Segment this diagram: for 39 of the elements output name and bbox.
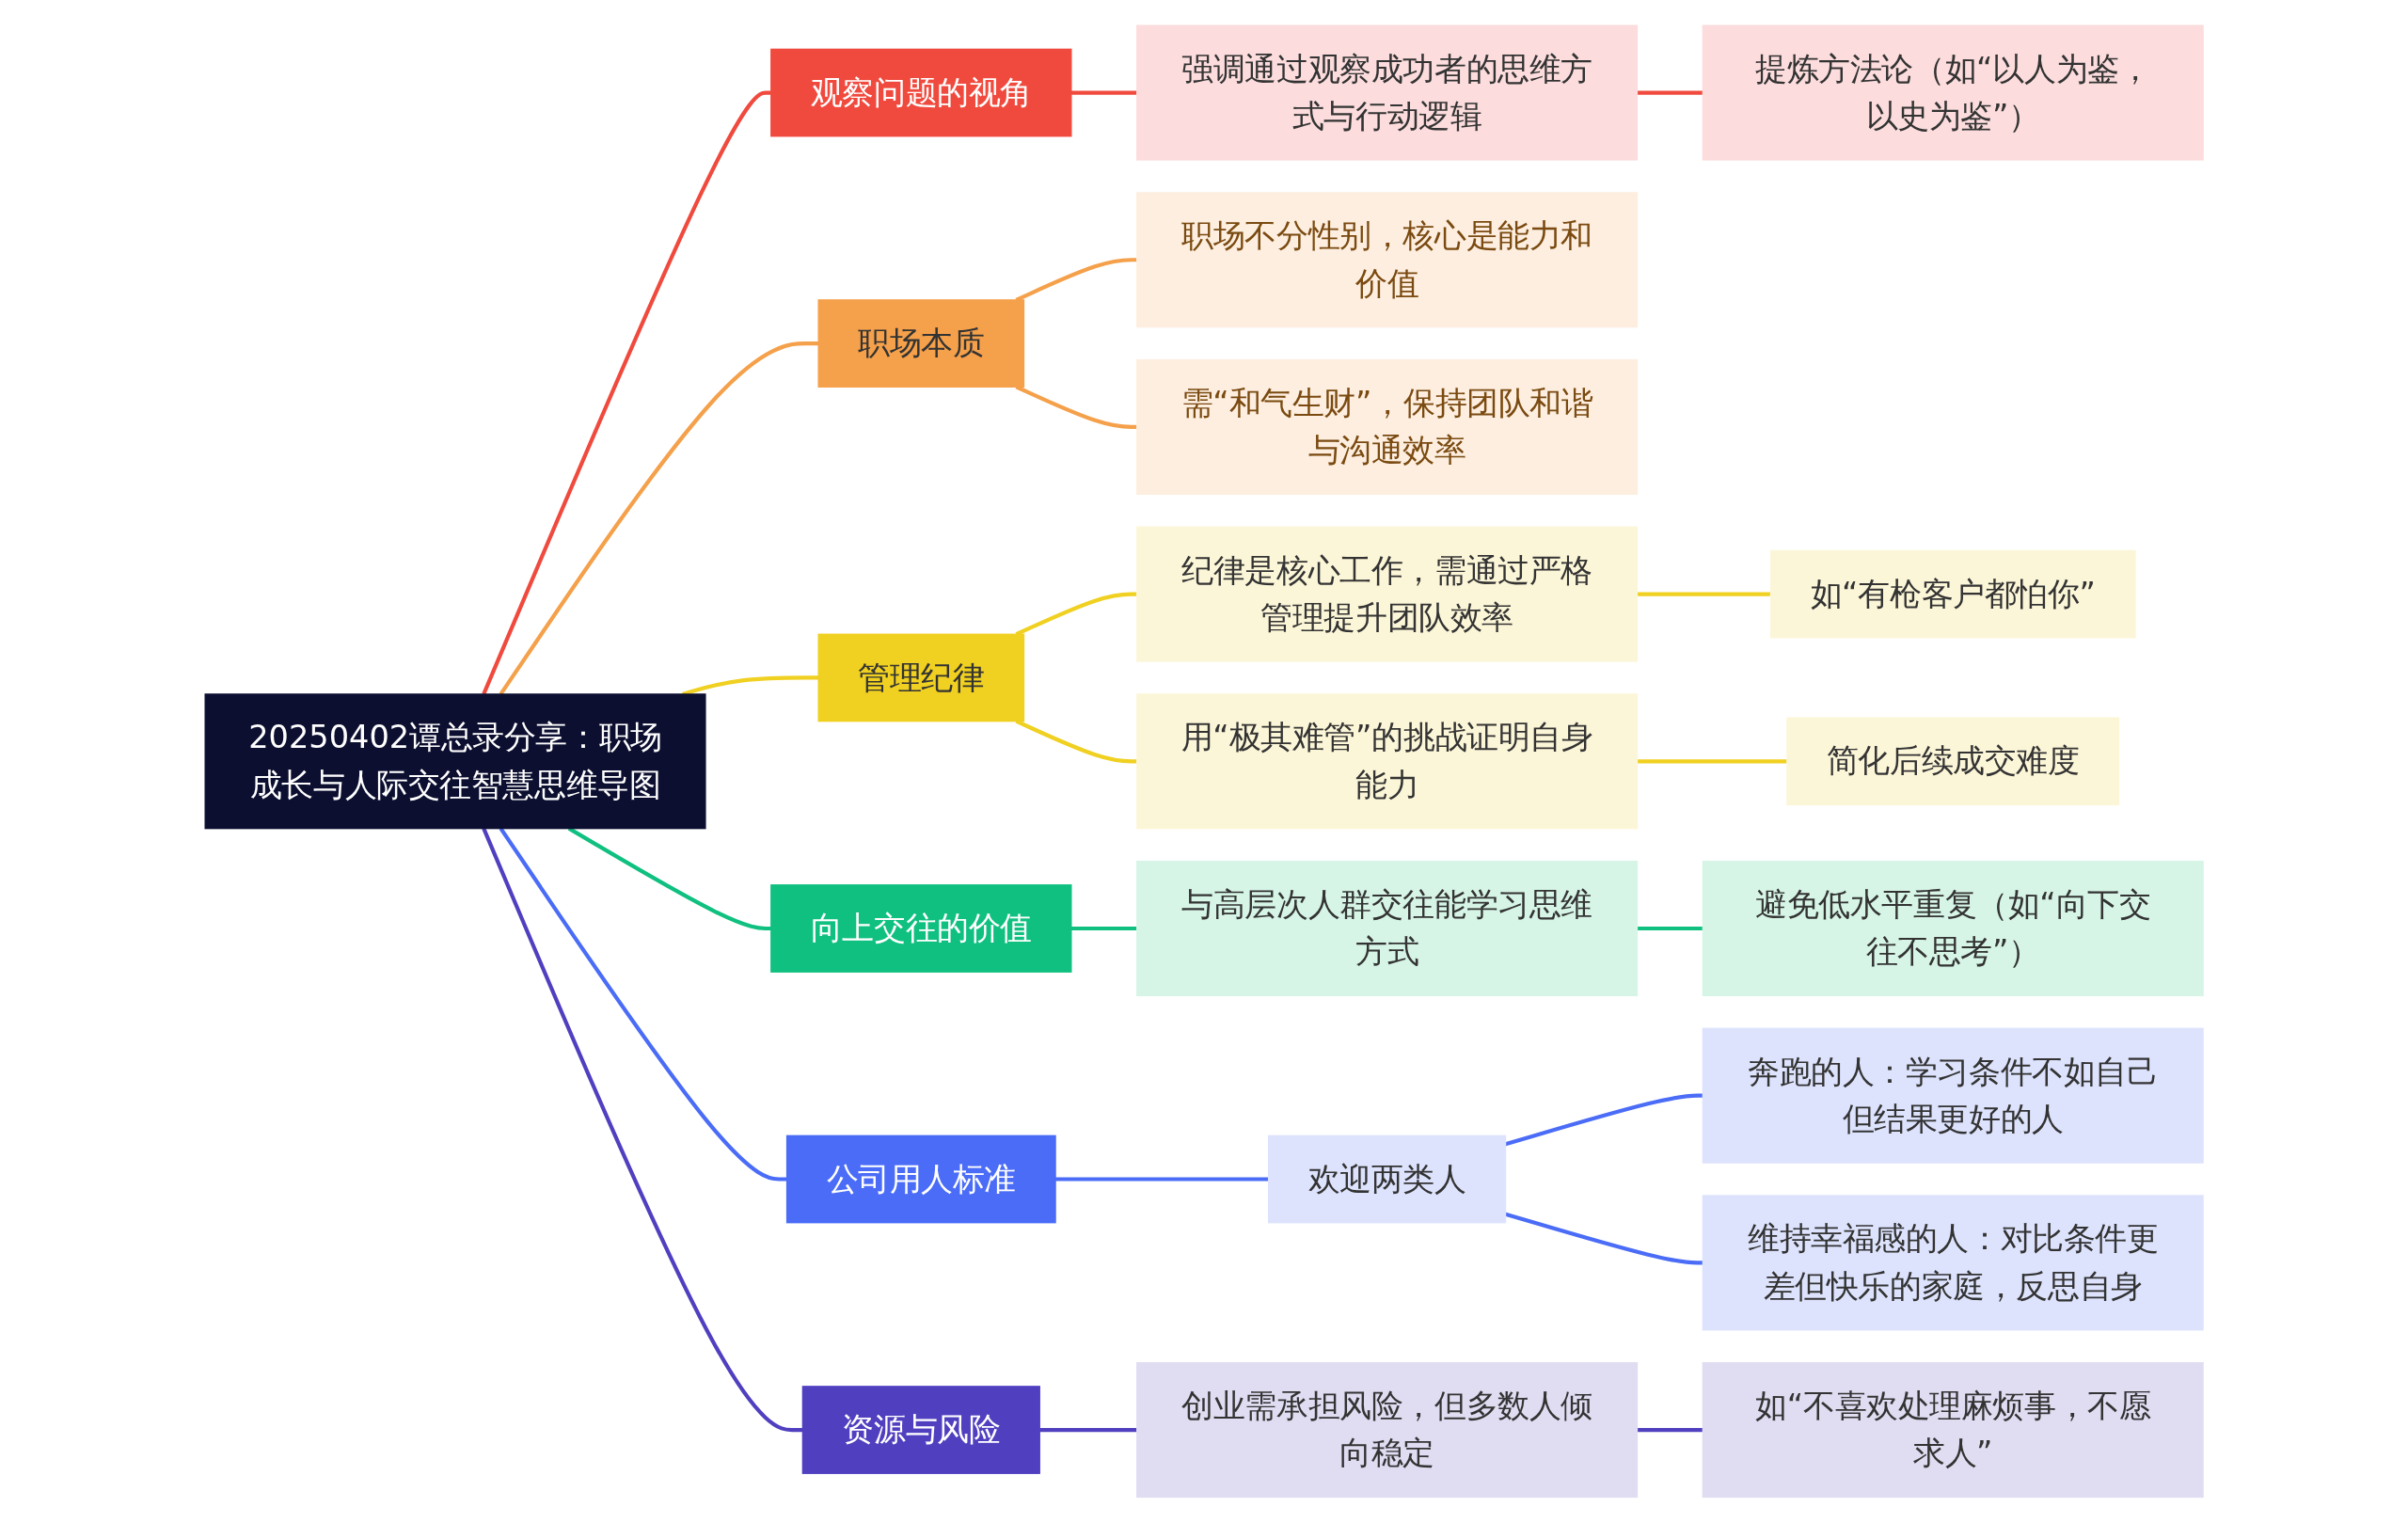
connector: [1637, 759, 1787, 764]
node-box: 公司用人标准: [785, 1134, 1056, 1224]
connector: [1039, 1428, 1137, 1433]
node-box: 欢迎两类人: [1267, 1134, 1507, 1224]
node-box: 纪律是核心工作，需通过严格管理提升团队效率: [1135, 526, 1638, 662]
node-box: 职场不分性别，核心是能力和价值: [1135, 192, 1638, 328]
node-box: 20250402谭总录分享：职场成长与人际交往智慧思维导图: [204, 693, 706, 830]
connector: [1637, 1428, 1703, 1433]
connector: [1070, 927, 1137, 931]
node-box: 职场本质: [817, 299, 1024, 389]
connector: [1015, 592, 1137, 637]
node-box: 创业需承担风险，但多数人倾向稳定: [1135, 1362, 1638, 1499]
node-box: 维持幸福感的人：对比条件更差但快乐的家庭，反思自身: [1702, 1195, 2204, 1331]
connector: [1637, 592, 1771, 596]
connector: [1015, 385, 1137, 430]
node-box: 奔跑的人：学习条件不如自己但结果更好的人: [1702, 1027, 2204, 1164]
node-box: 向上交往的价值: [770, 884, 1072, 974]
node-box: 简化后续成交难度: [1786, 717, 2120, 806]
node-box: 管理纪律: [817, 633, 1024, 722]
connector: [1070, 90, 1137, 95]
node-box: 用“极其难管”的挑战证明自身能力: [1135, 693, 1638, 830]
connector: [1637, 927, 1703, 931]
node-box: 避免低水平重复（如“向下交往不思考”）: [1702, 861, 2204, 997]
connector: [482, 90, 771, 695]
node-box: 观察问题的视角: [770, 48, 1072, 137]
node-box: 强调通过观察成功者的思维方式与行动逻辑: [1135, 24, 1638, 161]
connector: [499, 827, 787, 1182]
connector: [1637, 90, 1703, 95]
connector: [499, 341, 819, 696]
node-box: 如“不喜欢处理麻烦事，不愿求人”: [1702, 1362, 2204, 1499]
connector: [1015, 719, 1137, 764]
node-box: 资源与风险: [801, 1386, 1040, 1475]
node-box: 与高层次人群交往能学习思维方式: [1135, 861, 1638, 997]
connector: [482, 828, 803, 1433]
connector: [567, 827, 771, 931]
node-box: 需“和气生财”，保持团队和谐与沟通效率: [1135, 359, 1638, 496]
node-box: 如“有枪客户都怕你”: [1769, 549, 2136, 639]
connector: [1054, 1177, 1269, 1182]
node-box: 提炼方法论（如“以人为鉴，以史为鉴”）: [1702, 24, 2204, 161]
